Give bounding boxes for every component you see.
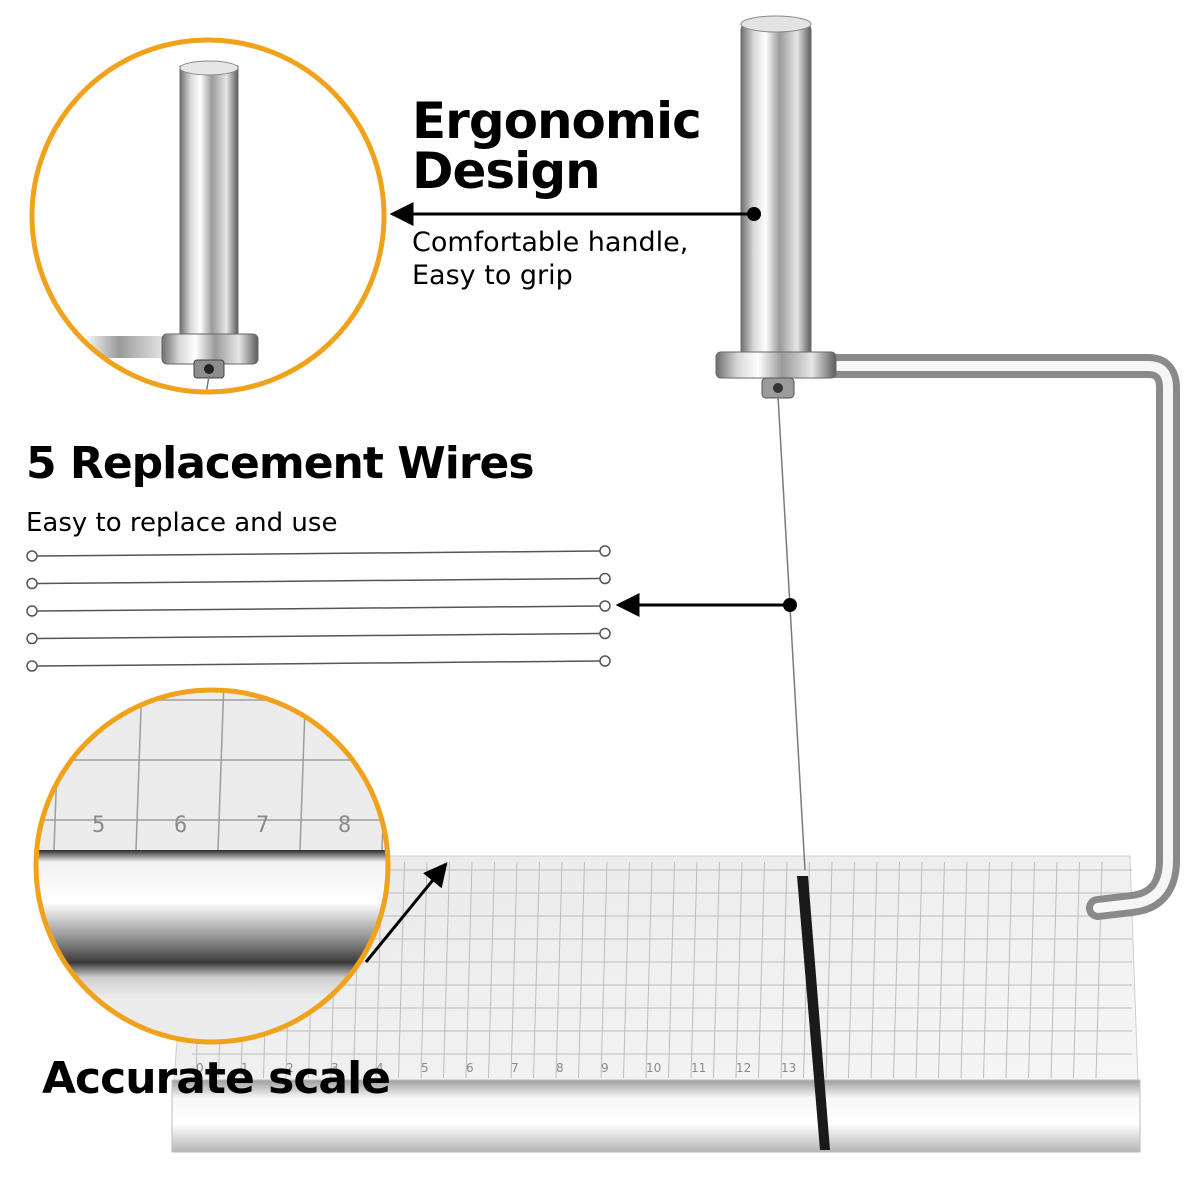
- grid-line: [578, 861, 585, 1079]
- grid-line: [1028, 861, 1035, 1079]
- zoom-ring-bottom: [33, 687, 391, 1045]
- replacement-wire: [26, 545, 611, 562]
- callout-arrows: [364, 202, 797, 963]
- scale-number: 3: [331, 1061, 339, 1075]
- board-front-edge: [171, 1079, 1141, 1153]
- grid-line: [758, 861, 765, 1079]
- grid-line: [893, 861, 900, 1079]
- replacement-wire: [26, 572, 611, 590]
- grid-line: [735, 861, 743, 1079]
- accurate-scale-title: Accurate scale: [42, 1053, 391, 1104]
- grid-line: [510, 861, 518, 1079]
- scale-number: 7: [511, 1061, 519, 1075]
- ergonomic-desc-line2: Easy to grip: [412, 260, 573, 291]
- grid-line: [825, 861, 833, 1079]
- scale-number: 6: [466, 1061, 474, 1075]
- scale-number: 13: [781, 1061, 796, 1075]
- frame-arm: [728, 354, 1180, 920]
- grid-line: [1050, 861, 1058, 1079]
- scale-number: 12: [736, 1061, 751, 1075]
- scale-number: 5: [421, 1061, 429, 1075]
- cutting-slot: [797, 876, 830, 1150]
- arrow-scale: [364, 862, 448, 963]
- grid-line: [960, 861, 968, 1079]
- zoom-ring-top: [29, 37, 387, 395]
- cutter-frame: [715, 15, 1180, 920]
- scale-number: 2: [286, 1061, 294, 1075]
- grid-line: [465, 861, 473, 1079]
- grid-line: [600, 861, 608, 1079]
- zoom-scale-number: 5: [92, 813, 105, 838]
- ergonomic-desc-line1: Comfortable handle,: [412, 227, 689, 258]
- ergonomic-title-line1: Ergonomic: [412, 92, 702, 150]
- zoom-scale-number: 7: [256, 813, 269, 838]
- zoom-circle-handle: [29, 37, 387, 395]
- grid-line: [420, 861, 428, 1079]
- grid-line: [938, 861, 945, 1079]
- grid-line: [1005, 861, 1013, 1079]
- replacement-wires-description: Easy to replace and use: [26, 508, 338, 538]
- scale-number: 8: [556, 1061, 564, 1075]
- ergonomic-title-line2: Design: [412, 142, 601, 200]
- grid-line: [398, 861, 405, 1079]
- ergonomic-design-description: Comfortable handle, Easy to grip: [412, 226, 772, 292]
- grid-line: [713, 861, 720, 1079]
- handle-rod: [740, 23, 812, 371]
- replacement-wires-title: 5 Replacement Wires: [26, 438, 535, 489]
- grid-line: [555, 861, 563, 1079]
- grid-line: [443, 861, 450, 1079]
- scale-number: 4: [376, 1061, 384, 1075]
- handle-clamp: [715, 351, 837, 379]
- replacement-wires: [26, 545, 611, 672]
- grid-line: [1073, 861, 1080, 1079]
- replacement-wire: [26, 600, 611, 617]
- zoom-scale-number: 8: [338, 813, 351, 838]
- ergonomic-design-title: Ergonomic Design: [412, 96, 732, 196]
- zoom-scale-number: 6: [174, 813, 187, 838]
- grid-line: [870, 861, 878, 1079]
- grid-line: [690, 861, 698, 1079]
- grid-line: [780, 861, 788, 1079]
- replacement-wire: [26, 655, 611, 672]
- replacement-wire: [26, 627, 611, 645]
- grid-line: [488, 861, 495, 1079]
- grid-line: [668, 861, 675, 1079]
- grid-line: [645, 861, 653, 1079]
- cutting-wire: [777, 395, 806, 871]
- zoom-circle-scale: 5 6 7 8: [33, 687, 391, 1045]
- grid-line: [848, 861, 855, 1079]
- grid-line: [533, 861, 540, 1079]
- grid-line: [915, 861, 923, 1079]
- grid-line: [983, 861, 990, 1079]
- scale-number: 1: [241, 1061, 249, 1075]
- scale-number: 11: [691, 1061, 706, 1075]
- scale-number: 0: [196, 1061, 204, 1075]
- scale-number: 10: [646, 1061, 661, 1075]
- scale-number: 9: [601, 1061, 609, 1075]
- grid-line: [623, 861, 630, 1079]
